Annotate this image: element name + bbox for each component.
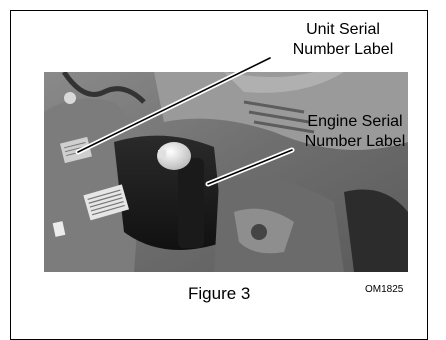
- engine-serial-number-label-callout: Engine Serial Number Label: [280, 112, 430, 152]
- unit-serial-number-label-callout: Unit Serial Number Label: [258, 20, 428, 60]
- engine-photo: [44, 72, 408, 272]
- figure-caption: Figure 3: [188, 284, 251, 303]
- callout-line-2: Number Label: [292, 41, 394, 58]
- figure-code: OM1825: [365, 284, 404, 295]
- callout-line-2: Number Label: [304, 133, 406, 150]
- callout-line-1: Unit Serial: [306, 21, 380, 38]
- callout-line-1: Engine Serial: [307, 113, 403, 130]
